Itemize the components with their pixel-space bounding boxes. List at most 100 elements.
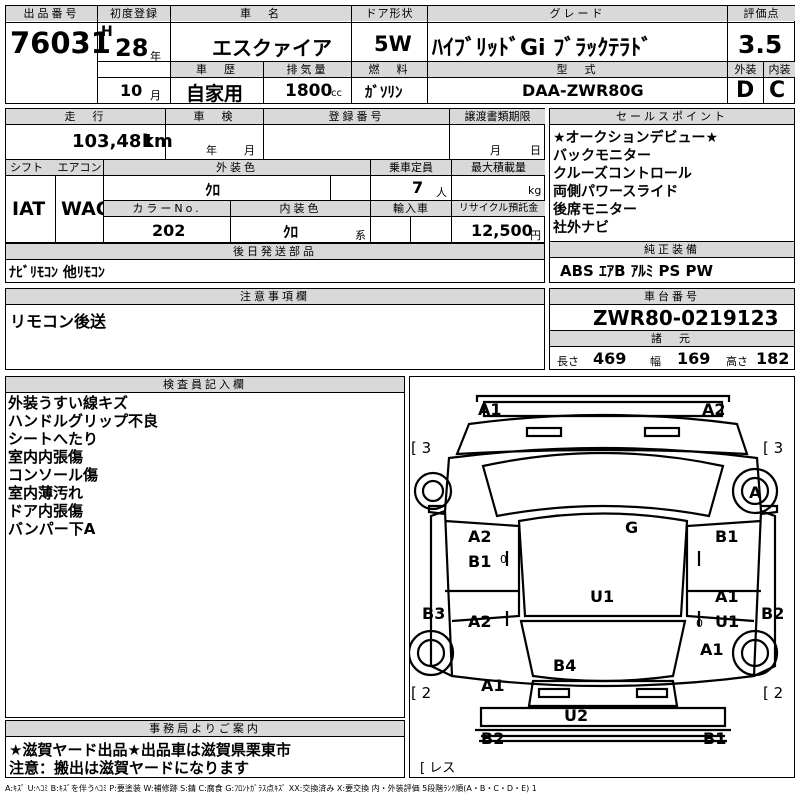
mark-u1-roof: U1 <box>590 587 615 606</box>
notes-label: 注意事項欄 <box>6 289 544 304</box>
inspector-list: 外装うすい線キズ ハンドルグリップ不良 シートへたり 室内内張傷 コンソール傷 … <box>8 394 158 538</box>
door-type: 5W <box>374 32 412 56</box>
model-code: DAA-ZWR80G <box>522 81 644 100</box>
year-unit: 年 <box>150 50 161 63</box>
mark-b1-right: B1 <box>715 527 739 546</box>
car-outline <box>409 394 779 743</box>
fuel: ｶﾞｿﾘﾝ <box>365 83 403 101</box>
mileage: 103,481 <box>72 131 154 152</box>
mark-zero: 0 <box>500 553 507 566</box>
chassis-number: ZWR80-0219123 <box>593 306 779 330</box>
sales-point: 社外ナビ <box>553 220 609 236</box>
inspector-label: 検査員記入欄 <box>6 377 404 392</box>
capacity: 7 <box>412 178 424 197</box>
inspector-item: ハンドルグリップ不良 <box>8 412 159 430</box>
equipment-label: 純正装備 <box>550 242 794 257</box>
width: 169 <box>677 349 711 368</box>
reg-month: 10 <box>120 81 143 100</box>
history: 自家用 <box>186 83 244 105</box>
color-label: 外装色 <box>104 160 370 175</box>
color-number: 202 <box>152 221 186 240</box>
sales-point: クルーズコントロール <box>553 166 692 182</box>
int-label: 内装 <box>764 62 795 77</box>
transfer-day-unit: 日 <box>530 144 541 157</box>
model-label: 型 式 <box>428 62 727 77</box>
mark-a1-right: A1 <box>715 587 739 606</box>
legend: A:ｷｽﾞ U:ﾍｺﾐ B:ｷｽﾞを伴うﾍｺﾐ P:要塗装 W:補修跡 S:錆 … <box>5 784 537 793</box>
mark-wheel-fr: A <box>749 483 762 502</box>
later-parts-label: 後日発送部品 <box>6 244 544 259</box>
name-label: 車 名 <box>171 6 351 21</box>
chassis-label: 車台番号 <box>550 289 794 304</box>
transfer-label: 譲渡書類期限 <box>450 109 545 124</box>
equipment-list: ABS ｴｱB ｱﾙﾐ PS PW <box>560 262 714 280</box>
fuel-label: 燃 料 <box>352 62 427 77</box>
mileage-label: 走 行 <box>6 109 165 124</box>
exterior-color: ｸﾛ <box>205 181 221 199</box>
load-unit: kg <box>528 184 542 197</box>
era: H <box>101 24 113 40</box>
mark-u2: U2 <box>564 706 589 725</box>
bracket-left-3: [ 3 <box>411 439 432 457</box>
mark-b3-left: B3 <box>422 604 446 623</box>
length: 469 <box>593 349 627 368</box>
lot-number: 76031 <box>10 26 111 60</box>
notes-text: リモコン後送 <box>10 312 107 331</box>
recycle-unit: 円 <box>530 229 541 242</box>
mark-b1-rear: B1 <box>703 729 727 748</box>
height: 182 <box>756 349 790 368</box>
office-label: 事務局よりご案内 <box>6 721 404 736</box>
month-unit: 月 <box>150 89 161 102</box>
regno-label: 登録番号 <box>264 109 449 124</box>
inspector-item: ドア内張傷 <box>8 502 84 520</box>
mark-b2-rear: B2 <box>481 729 505 748</box>
mark-a1-rear-left: A1 <box>481 676 505 695</box>
recycle-fee: 12,500 <box>471 221 533 240</box>
mark-b4: B4 <box>553 656 577 675</box>
capacity-label: 乗車定員 <box>371 160 451 175</box>
sales-points-label: セールスポイント <box>550 109 794 124</box>
sales-point: 両側パワースライド <box>553 184 679 200</box>
ac: WAC <box>61 198 110 220</box>
import-label: 輸入車 <box>371 201 451 216</box>
grade: ﾊｲﾌﾞﾘｯﾄﾞGi ﾌﾞﾗｯｸﾃﾗﾄﾞ <box>432 36 653 61</box>
sales-point: ★オークションデビュー★ <box>553 130 719 146</box>
score: 3.5 <box>738 30 783 59</box>
width-label: 幅 <box>650 355 661 368</box>
bracket-right-3: [ 3 <box>763 439 784 457</box>
mark-u1-right: U1 <box>715 612 740 631</box>
grade-label: グレード <box>428 6 727 21</box>
sales-points-list: ★オークションデビュー★ バックモニター クルーズコントロール 両側パワースライ… <box>553 129 718 237</box>
ac-label: エアコン <box>56 160 103 175</box>
inspection-label: 車 検 <box>166 109 263 124</box>
load-label: 最大積載量 <box>452 160 545 175</box>
inspector-item: 室内内張傷 <box>8 448 84 466</box>
later-parts: ﾅﾋﾞﾘﾓｺﾝ 他ﾘﾓｺﾝ <box>9 265 105 281</box>
mark-b1-left: B1 <box>468 552 492 571</box>
bracket-left-2: [ 2 <box>411 684 432 702</box>
mark-windshield: G <box>625 518 639 537</box>
mileage-unit: km <box>142 131 173 152</box>
inspector-item: コンソール傷 <box>8 466 99 484</box>
inspector-item: シートへたり <box>8 430 99 448</box>
interior-unit: 系 <box>355 229 366 242</box>
mark-front-left: A1 <box>478 400 502 419</box>
shift-label: シフト <box>6 160 59 175</box>
sales-point: バックモニター <box>553 148 651 164</box>
interior-color: ｸﾛ <box>283 223 299 241</box>
bracket-right-2: [ 2 <box>763 684 784 702</box>
disp-unit: cc <box>331 88 342 99</box>
mark-b2-right: B2 <box>761 604 785 623</box>
mark-a2-left-lower: A2 <box>468 612 492 631</box>
displacement: 1800 <box>285 81 333 101</box>
mark-zero: 0 <box>696 617 703 630</box>
bracket-rear: [ レス <box>420 761 456 776</box>
sales-point: 後席モニター <box>553 202 637 218</box>
height-label: 高さ <box>726 355 748 368</box>
history-label: 車 歴 <box>171 62 263 77</box>
mark-a1-wheel-r: A1 <box>700 640 724 659</box>
office-line-2: 注意：搬出は滋賀ヤードになります <box>9 759 250 777</box>
inspector-item: バンパー下A <box>8 520 96 538</box>
transfer-month-unit: 月 <box>490 144 501 157</box>
inspector-item: 室内薄汚れ <box>8 484 84 502</box>
